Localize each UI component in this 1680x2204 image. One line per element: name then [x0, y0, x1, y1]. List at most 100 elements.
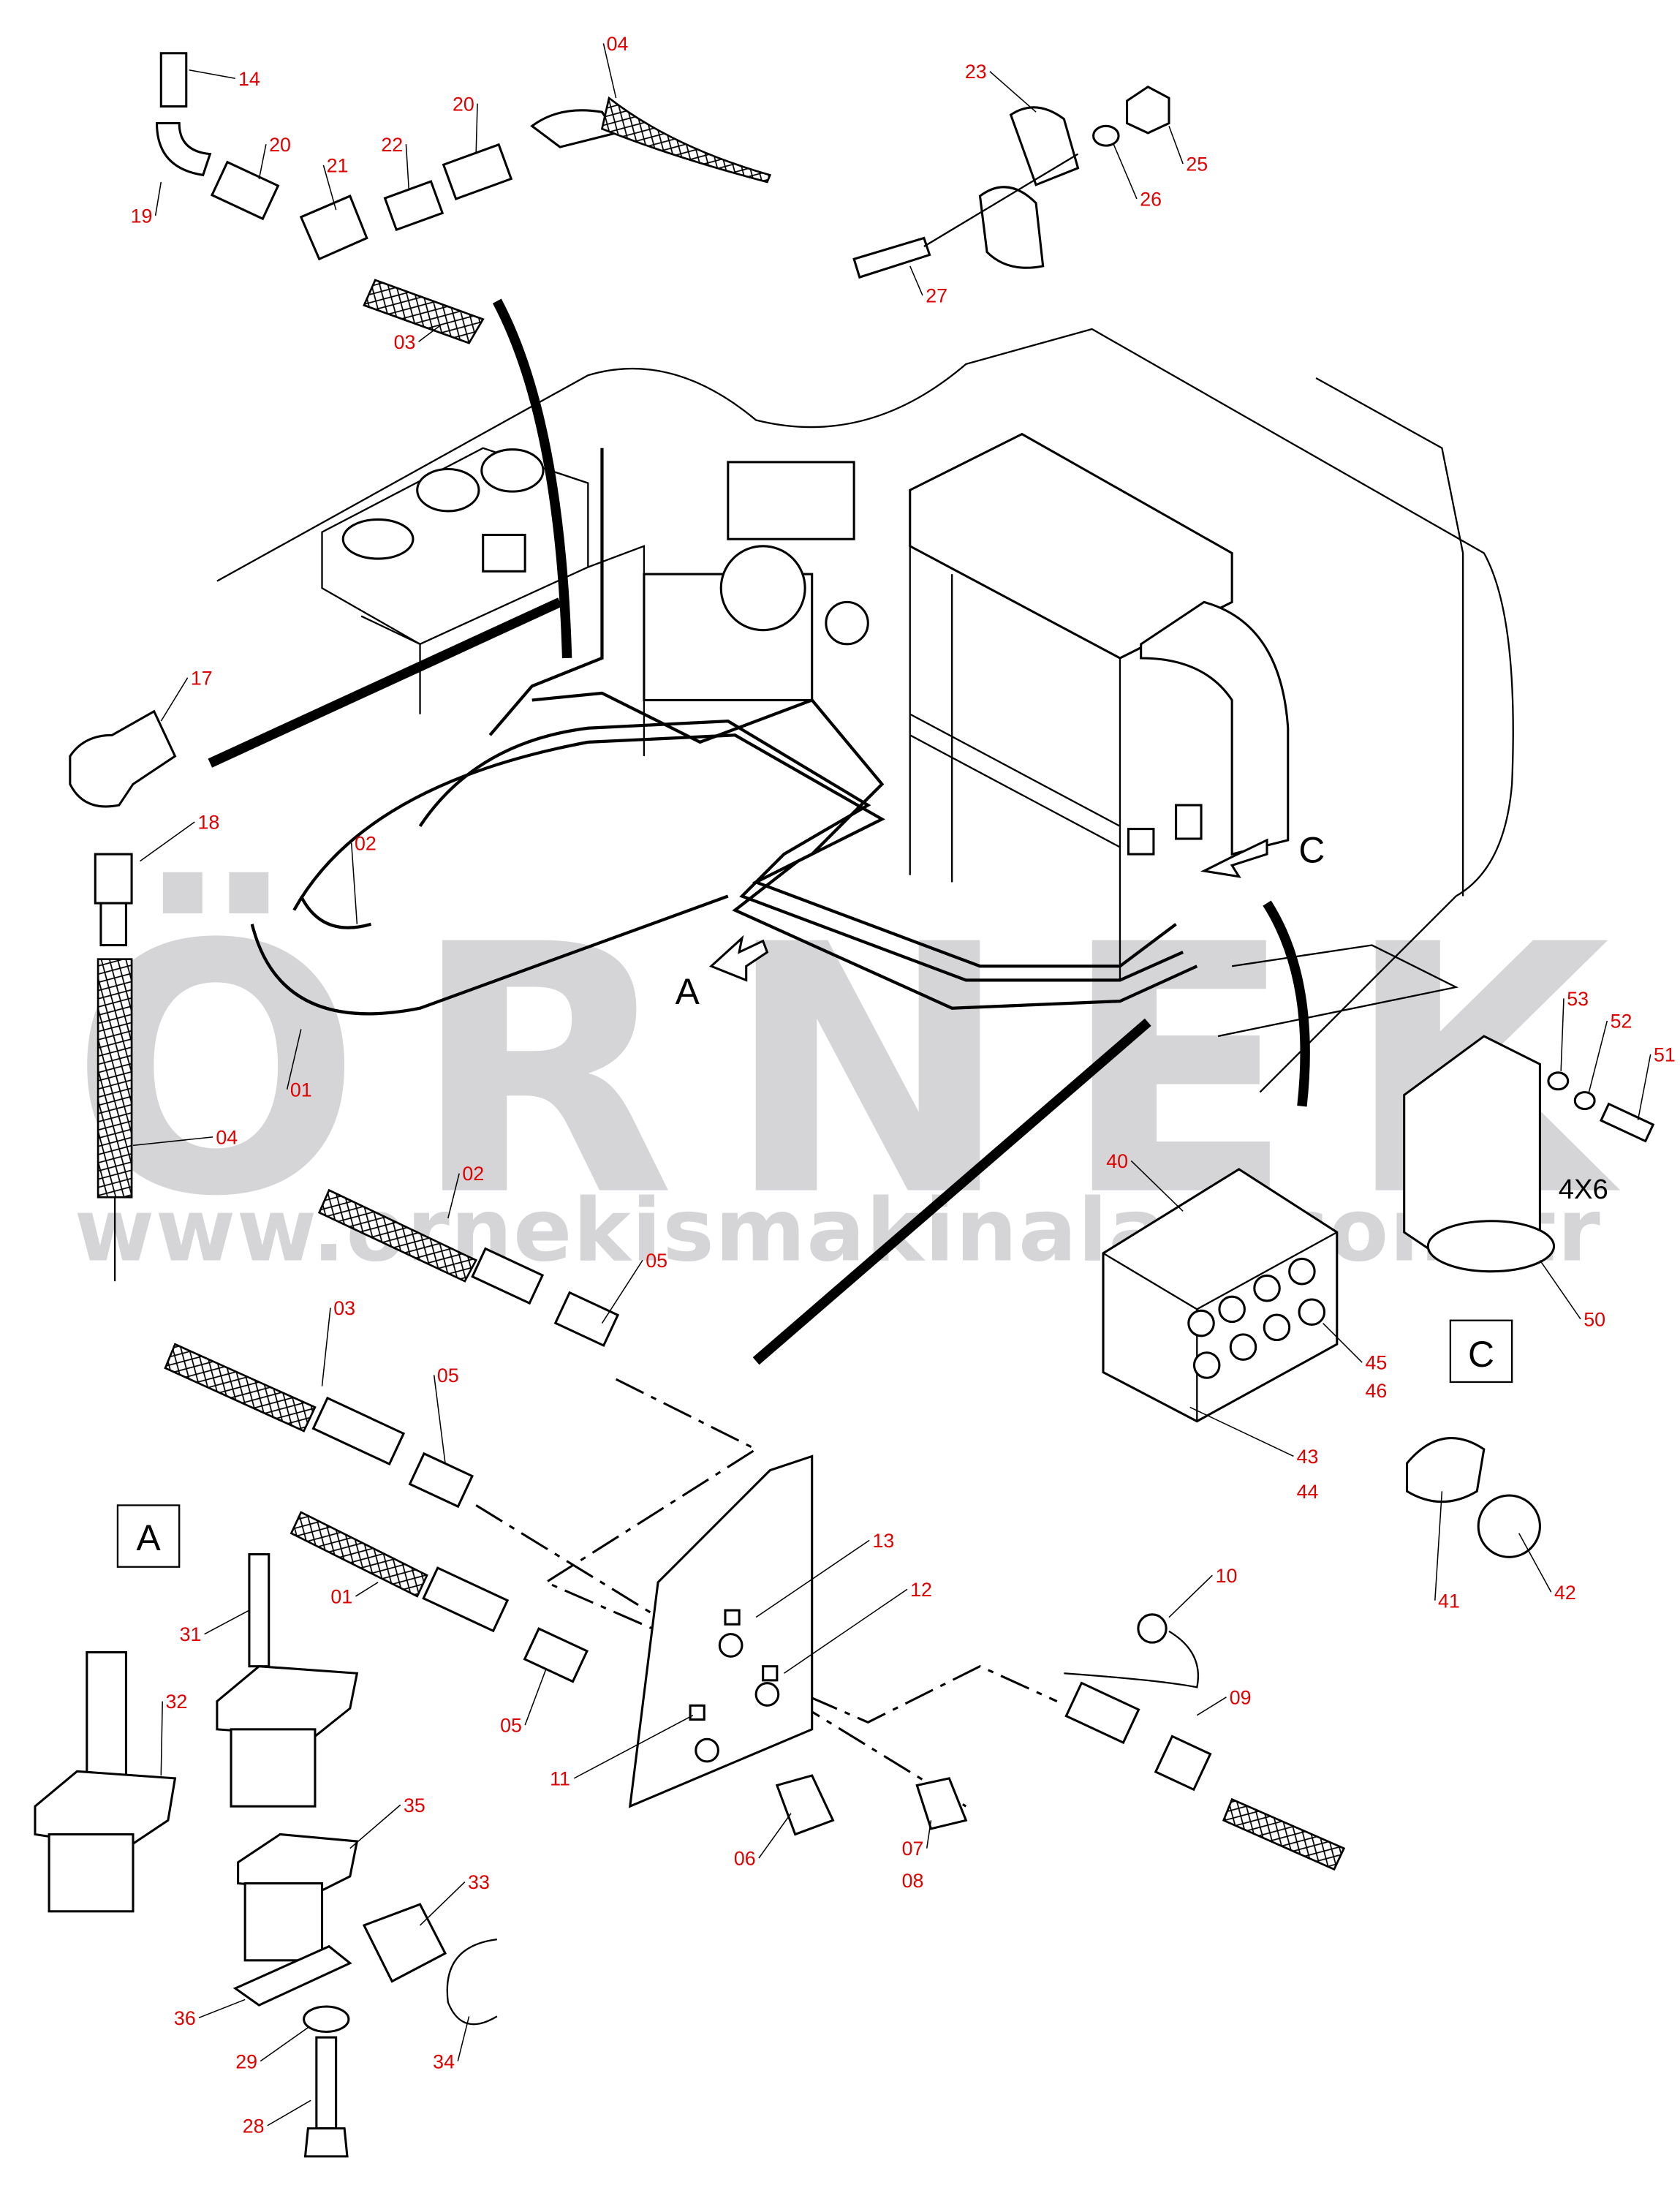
leader-line — [349, 1804, 401, 1849]
callout-label[interactable]: 45 — [1365, 1352, 1387, 1374]
leader-line — [1637, 1054, 1651, 1121]
callout-label[interactable]: 05 — [437, 1365, 459, 1386]
callout-label[interactable]: 51 — [1654, 1043, 1676, 1065]
leader-line — [322, 165, 337, 211]
callout-label[interactable]: 04 — [216, 1126, 238, 1148]
view-c-arrow — [1200, 838, 1268, 878]
view-a-arrow — [708, 935, 769, 982]
detail-c-box — [1449, 1319, 1513, 1384]
callout-label[interactable]: 29 — [235, 2050, 257, 2072]
callout-label[interactable]: 19 — [131, 205, 153, 227]
callout-label[interactable]: 08 — [902, 1870, 924, 1892]
callout-label[interactable]: 40 — [1106, 1150, 1128, 1172]
leader-line — [420, 1882, 466, 1926]
callout-label[interactable]: 22 — [381, 134, 403, 156]
leader-line — [132, 1136, 213, 1147]
callout-label[interactable]: 33 — [468, 1871, 490, 1893]
callout-label[interactable]: 35 — [404, 1794, 425, 1816]
machine-body — [216, 328, 1514, 1093]
callout-label[interactable]: 06 — [734, 1848, 756, 1870]
callout-label[interactable]: 02 — [355, 832, 377, 854]
leader-line — [602, 43, 617, 99]
leader-line — [1539, 1259, 1581, 1320]
callout-label[interactable]: 05 — [500, 1715, 522, 1737]
leader-line — [758, 1813, 792, 1859]
leader-line — [154, 181, 162, 216]
quantity-note: 4X6 — [1559, 1174, 1608, 1205]
leader-line — [267, 2099, 311, 2126]
leader-line — [573, 1715, 694, 1779]
callout-label[interactable]: 27 — [926, 285, 947, 307]
leader-line — [1112, 143, 1138, 200]
leader-line — [321, 1307, 331, 1386]
callout-label[interactable]: 09 — [1230, 1686, 1252, 1708]
callout-label[interactable]: 20 — [453, 93, 474, 115]
watermark-url: www.ornekismakinalari.com.tr — [75, 1180, 1601, 1280]
leader-line — [433, 1375, 446, 1464]
callout-label[interactable]: 01 — [330, 1586, 352, 1608]
callout-label[interactable]: 44 — [1297, 1481, 1319, 1503]
leader-line — [601, 1259, 643, 1324]
leader-line — [1434, 1491, 1443, 1601]
detail-c-box-label: C — [1468, 1334, 1494, 1375]
leader-line — [355, 1582, 379, 1597]
leader-line — [1130, 1160, 1184, 1212]
clamp-parts — [34, 1552, 498, 2158]
callout-label[interactable]: 23 — [965, 61, 987, 83]
detail-a-box-label: A — [136, 1517, 161, 1558]
callout-label[interactable]: 01 — [290, 1079, 312, 1101]
leader-line — [1518, 1533, 1552, 1593]
leader-line — [447, 1173, 460, 1219]
detail-a-box — [116, 1504, 181, 1568]
callout-label[interactable]: 21 — [327, 155, 349, 177]
callout-label[interactable]: 32 — [165, 1691, 187, 1713]
callout-label[interactable]: 07 — [902, 1838, 924, 1860]
callout-label[interactable]: 34 — [433, 2050, 455, 2072]
leader-line — [926, 1820, 932, 1849]
leader-line — [260, 2027, 309, 2062]
callout-label[interactable]: 28 — [243, 2115, 265, 2137]
callout-label[interactable]: 46 — [1365, 1380, 1387, 1402]
leader-lines — [132, 43, 1651, 2126]
leader-line — [160, 677, 189, 722]
callout-label[interactable]: 41 — [1438, 1590, 1460, 1612]
callout-label[interactable]: 05 — [646, 1250, 667, 1272]
callout-label[interactable]: 52 — [1611, 1011, 1632, 1033]
callout-label[interactable]: 04 — [607, 33, 629, 55]
callout-label[interactable]: 11 — [550, 1767, 570, 1789]
hose-runs — [208, 298, 1310, 1365]
callout-label[interactable]: 03 — [333, 1297, 355, 1319]
callout-label[interactable]: 42 — [1554, 1582, 1576, 1604]
leader-line — [258, 144, 267, 180]
leader-line — [524, 1669, 547, 1726]
callout-label[interactable]: 31 — [180, 1623, 202, 1645]
callout-label[interactable]: 10 — [1216, 1565, 1238, 1587]
leader-line — [475, 103, 478, 154]
leader-line — [989, 71, 1037, 113]
callout-label[interactable]: 02 — [462, 1163, 484, 1185]
watermark: ÖRNEK www.ornekismakinalari.com.tr — [70, 869, 1623, 1281]
leader-line — [286, 1029, 302, 1090]
callout-label[interactable]: 36 — [174, 2007, 196, 2029]
callout-label[interactable]: 13 — [872, 1530, 894, 1552]
left-fittings — [69, 709, 177, 1282]
leader-line — [457, 2016, 470, 2061]
callout-label[interactable]: 50 — [1583, 1308, 1605, 1330]
callout-label[interactable]: 53 — [1567, 988, 1589, 1010]
callout-label[interactable]: 25 — [1186, 154, 1208, 176]
leader-line — [783, 1588, 908, 1674]
leader-line — [140, 821, 195, 862]
callout-label[interactable]: 12 — [910, 1579, 932, 1601]
callout-label[interactable]: 17 — [191, 667, 213, 689]
view-c-label: C — [1298, 830, 1325, 871]
callout-label[interactable]: 18 — [197, 812, 219, 834]
leader-line — [1323, 1323, 1363, 1363]
clamp-assembly — [852, 85, 1170, 279]
connector-sockets — [1187, 1257, 1326, 1379]
callout-label[interactable]: 26 — [1140, 188, 1162, 210]
callout-label[interactable]: 20 — [269, 134, 291, 156]
callout-label[interactable]: 03 — [394, 331, 416, 353]
callout-label[interactable]: 43 — [1297, 1446, 1319, 1468]
callout-label[interactable]: 14 — [238, 68, 260, 90]
leader-line — [204, 1609, 250, 1635]
